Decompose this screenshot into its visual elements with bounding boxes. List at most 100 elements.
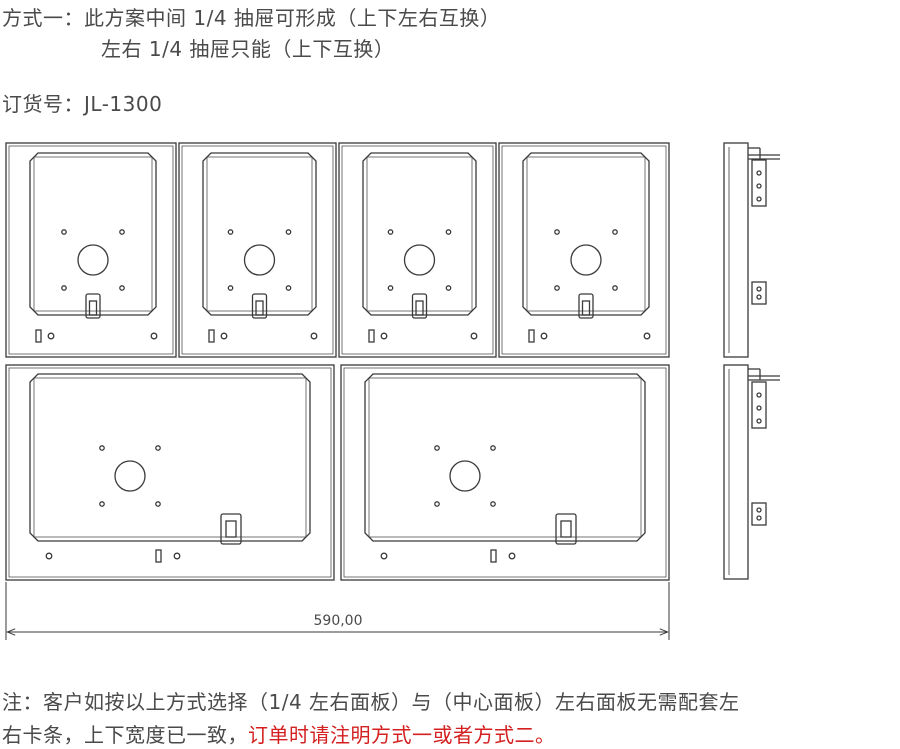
screw-hole: [554, 229, 560, 235]
slot-mark: [368, 329, 375, 343]
small-hole: [47, 332, 55, 340]
panel-front-view: [178, 142, 337, 358]
latch-slot: [251, 293, 268, 319]
screw-hole: [285, 229, 292, 235]
screw-hole: [445, 229, 452, 235]
latch-slot: [578, 293, 594, 319]
latch-slot-inner: [560, 520, 572, 538]
small-hole: [508, 552, 516, 560]
note-line2: 右卡条，上下宽度已一致，订单时请注明方式一或者方式二。: [2, 719, 556, 748]
slot-mark: [35, 329, 42, 343]
panel-inner-edge: [341, 145, 494, 355]
side-view-bottom: [723, 364, 780, 580]
panel-front-view: [338, 142, 497, 358]
small-hole: [380, 552, 388, 560]
panel-inner-edge: [8, 367, 332, 578]
method-one-line2: 左右 1/4 抽屉只能（上下互换）: [101, 37, 395, 61]
mounting-hole: [243, 244, 276, 276]
slot-mark: [155, 549, 162, 563]
screw-hole: [61, 285, 67, 291]
panel-outer-frame: [340, 364, 670, 581]
screw-hole: [434, 445, 440, 451]
panel-front-view: [5, 142, 177, 358]
panel-front-view: [5, 364, 335, 581]
small-hole: [470, 332, 478, 340]
screw-hole: [445, 285, 452, 291]
latch-slot: [411, 293, 428, 319]
screw-hole: [434, 501, 440, 507]
panel-window-inner: [526, 156, 646, 312]
mounting-hole: [403, 244, 436, 276]
panel-window-inner: [33, 156, 153, 312]
small-hole: [150, 332, 158, 340]
slot-mark: [208, 329, 215, 343]
panel-inner-edge: [8, 145, 174, 355]
screw-hole: [285, 285, 292, 291]
panel-inner-edge: [501, 145, 667, 355]
panel-window: [29, 373, 311, 542]
slot-mark: [528, 329, 535, 343]
small-hole: [173, 552, 181, 560]
screw-hole: [227, 229, 234, 235]
screw-hole: [155, 445, 161, 451]
screw-hole: [119, 285, 125, 291]
mounting-hole: [449, 460, 481, 492]
note-line2-highlight: 订单时请注明方式一或者方式二。: [248, 723, 556, 747]
order-number: 订货号：JL-1300: [2, 88, 162, 117]
latch-slot-inner: [581, 300, 591, 316]
panel-window: [29, 152, 157, 316]
screw-hole: [612, 229, 618, 235]
mounting-hole: [570, 244, 602, 276]
slot-mark: [490, 549, 497, 563]
panel-front-view: [498, 142, 670, 358]
latch-slot-inner: [225, 520, 237, 538]
screw-hole: [612, 285, 618, 291]
panel-front-view: [340, 364, 670, 581]
panel-window-inner: [206, 156, 313, 312]
screw-hole: [387, 229, 394, 235]
panel-window: [362, 152, 477, 316]
small-hole: [45, 552, 53, 560]
note-line1: 注：客户如按以上方式选择（1/4 左右面板）与（中心面板）左右面板无需配套左: [2, 690, 740, 714]
panel-outer-frame: [338, 142, 497, 358]
method-one-line1: 方式一：此方案中间 1/4 抽屉可形成（上下左右互换）: [2, 6, 501, 30]
panel-outer-frame: [5, 142, 177, 358]
panel-outer-frame: [178, 142, 337, 358]
dimension-label: 590,00: [314, 613, 363, 629]
small-hole: [310, 332, 318, 340]
screw-hole: [490, 445, 496, 451]
panel-window-inner: [33, 377, 307, 538]
latch-slot: [220, 513, 242, 545]
latch-slot-inner: [88, 300, 98, 316]
latch-slot: [555, 513, 577, 545]
screw-hole: [155, 501, 161, 507]
panel-window: [364, 373, 646, 542]
panel-inner-edge: [343, 367, 667, 578]
note-line2-plain: 右卡条，上下宽度已一致，: [2, 723, 248, 747]
screw-hole: [227, 285, 234, 291]
panel-outer-frame: [5, 364, 335, 581]
small-hole: [540, 332, 548, 340]
panel-outer-frame: [498, 142, 670, 358]
screw-hole: [119, 229, 125, 235]
mounting-hole: [77, 244, 109, 276]
width-dimension: [5, 582, 670, 640]
small-hole: [643, 332, 651, 340]
panel-window: [522, 152, 650, 316]
mounting-hole: [114, 460, 146, 492]
small-hole: [220, 332, 228, 340]
screw-hole: [554, 285, 560, 291]
panel-window-inner: [366, 156, 473, 312]
latch-slot: [85, 293, 101, 319]
latch-slot-inner: [415, 300, 424, 316]
side-view-top: [723, 142, 780, 358]
screw-hole: [387, 285, 394, 291]
screw-hole: [61, 229, 67, 235]
screw-hole: [99, 501, 105, 507]
small-hole: [380, 332, 388, 340]
latch-slot-inner: [255, 300, 264, 316]
panel-window: [202, 152, 317, 316]
order-label: 订货号：: [2, 92, 84, 116]
order-code: JL-1300: [84, 92, 163, 116]
